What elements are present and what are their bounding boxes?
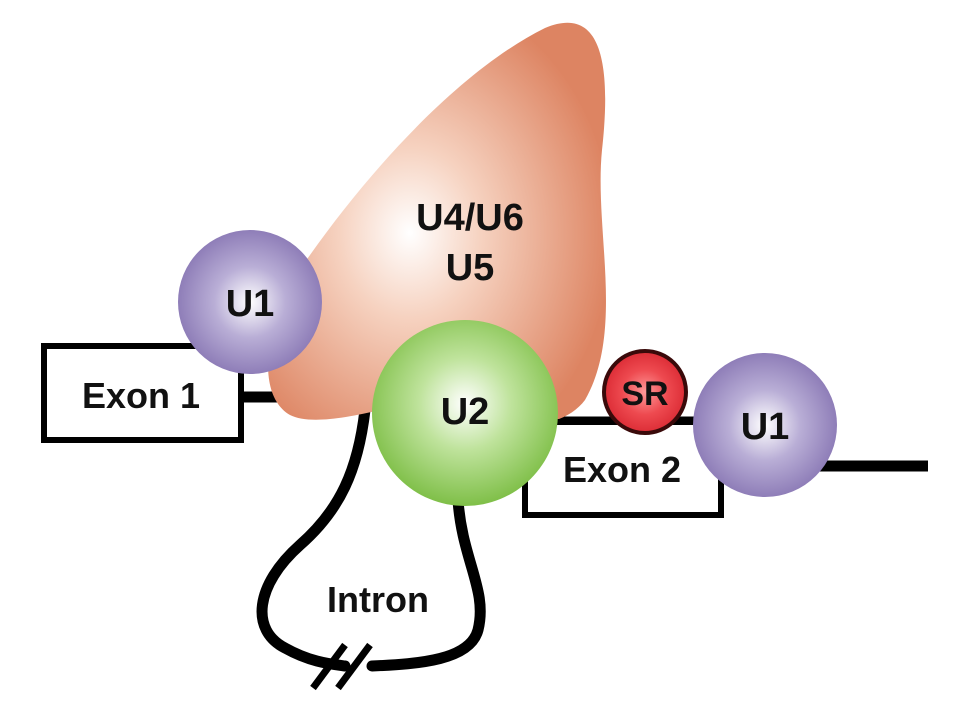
exon2-label: Exon 2	[563, 449, 681, 490]
complex-label-2: U5	[446, 247, 495, 289]
u1-right-label: U1	[741, 406, 790, 448]
sr-protein	[602, 349, 688, 435]
u1-right-snrnp	[693, 353, 837, 497]
u2-label: U2	[441, 391, 490, 433]
u2-snrnp	[372, 320, 558, 506]
intron-strand	[256, 404, 486, 672]
u1-left-label: U1	[226, 283, 275, 325]
exon1-label: Exon 1	[82, 375, 200, 416]
exon1-box	[41, 343, 244, 443]
complex-label: U4/U6	[416, 197, 524, 239]
u4-u6-u5-complex	[268, 22, 606, 427]
u1-left-snrnp	[178, 230, 322, 374]
break-mark	[310, 642, 348, 691]
break-mark	[335, 642, 373, 691]
sr-label: SR	[621, 375, 668, 413]
intron-label: Intron	[327, 579, 429, 620]
